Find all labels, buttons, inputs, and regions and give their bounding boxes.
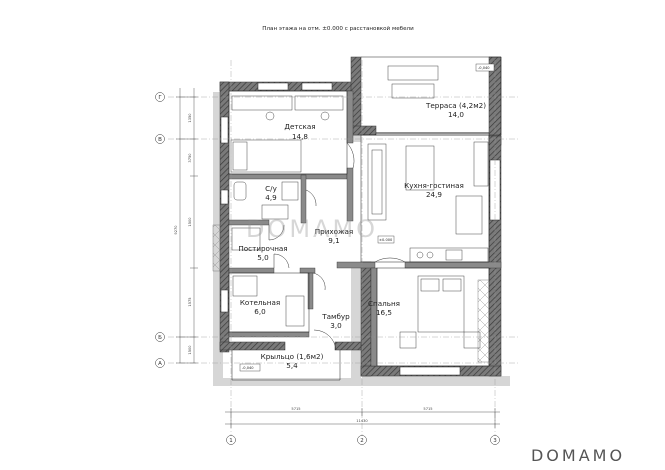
dim-label: 3750 xyxy=(188,153,192,163)
room-labels: Детская 14,8 С/у 4,9 Прихожая 9,1 Постир… xyxy=(238,101,486,370)
room-area: 3,0 xyxy=(330,321,342,330)
toilet xyxy=(233,181,247,201)
room-area: 24,9 xyxy=(426,190,442,199)
dim-label: 1500 xyxy=(188,345,192,355)
axis-marker-col: 2 xyxy=(357,435,367,445)
room-name: Прихожая xyxy=(315,227,354,236)
svg-text:3: 3 xyxy=(493,438,497,444)
axis-marker-col: 1 xyxy=(226,435,236,445)
dimension-labels: 1350 3750 1500 1575 1500 9270 5715 5715 … xyxy=(174,113,433,423)
room-name: Котельная xyxy=(240,298,280,307)
room-name: Кухня-гостиная xyxy=(404,181,464,190)
room-name: Тамбур xyxy=(321,312,350,321)
axis-marker-row: А xyxy=(155,358,165,368)
axis-marker-col: 3 xyxy=(490,435,500,445)
desk xyxy=(231,95,293,111)
bed xyxy=(230,139,302,173)
axis-marker-row: Б xyxy=(155,332,165,342)
room-name: Постирочная xyxy=(238,244,287,253)
room-area: 14,0 xyxy=(448,110,464,119)
dim-label: 1575 xyxy=(188,297,192,306)
level-terrace: -0,040 xyxy=(478,66,490,70)
kitchen-counter xyxy=(409,247,489,263)
watermark-center: DOMAMO xyxy=(246,215,378,243)
axis-grid xyxy=(168,60,520,440)
axis-markers: Г В Б А 1 2 3 xyxy=(155,92,500,445)
washer xyxy=(231,227,261,251)
interior-walls xyxy=(228,90,502,367)
svg-text:В: В xyxy=(158,137,162,143)
room-area: 9,1 xyxy=(328,236,339,245)
outline-lines xyxy=(228,56,502,381)
svg-text:2: 2 xyxy=(360,438,364,444)
room-name: Крыльцо (1,6м2) xyxy=(261,352,324,361)
dim-label: 1500 xyxy=(188,217,192,227)
room-name: Спальня xyxy=(368,299,400,308)
desk xyxy=(294,95,344,111)
room-area: 5,4 xyxy=(286,361,298,370)
watermark-corner: DOMAMO xyxy=(531,446,625,465)
dim-label: 5715 xyxy=(291,407,300,411)
wall-insulation xyxy=(212,224,490,363)
rug xyxy=(405,145,435,191)
dimension-lines xyxy=(176,88,500,428)
dim-label: 1350 xyxy=(188,113,192,123)
sofa xyxy=(367,143,387,221)
room-area: 16,5 xyxy=(376,308,392,317)
dim-label: 11430 xyxy=(356,419,368,423)
room-name: Терраса (4,2м2) xyxy=(425,101,486,110)
room-area: 5,0 xyxy=(257,253,269,262)
sink xyxy=(261,204,289,220)
double-bed xyxy=(417,275,465,333)
room-area: 4,9 xyxy=(265,193,277,202)
dim-label: 9270 xyxy=(174,225,178,235)
room-name: Детская xyxy=(284,122,315,131)
outdoor-table xyxy=(387,65,439,81)
level-porch: -0,040 xyxy=(242,366,254,370)
chair xyxy=(320,111,330,121)
dining-table xyxy=(455,195,483,235)
axis-marker-row: Г xyxy=(155,92,165,102)
level-marks: -0,040 -0,040 ±0.000 xyxy=(239,63,495,372)
boiler xyxy=(232,275,258,297)
room-area: 14,8 xyxy=(292,132,308,141)
svg-text:1: 1 xyxy=(229,438,233,444)
room-name: С/у xyxy=(265,184,277,193)
svg-text:Г: Г xyxy=(158,95,162,101)
level-hall: ±0.000 xyxy=(379,238,393,242)
axis-marker-row: В xyxy=(155,134,165,144)
svg-text:А: А xyxy=(158,361,162,367)
chair xyxy=(265,111,275,121)
svg-text:Б: Б xyxy=(158,335,162,341)
door-swings xyxy=(268,142,406,351)
plan-title: План этажа на отм. ±0.000 с расстановкой… xyxy=(262,25,414,32)
room-area: 6,0 xyxy=(254,307,266,316)
dim-label: 5715 xyxy=(423,407,432,411)
shower xyxy=(281,181,299,201)
